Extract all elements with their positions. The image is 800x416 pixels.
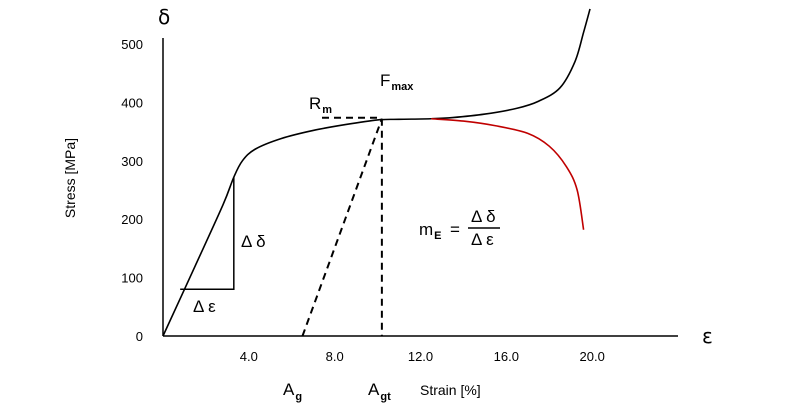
delta-eps-label: Δ ε: [193, 297, 216, 316]
ag-main: A: [283, 380, 295, 399]
upper-curve: [162, 8, 591, 337]
rm-label: Rm: [309, 94, 332, 116]
agt-main: A: [368, 380, 380, 399]
y-tick-label: 300: [121, 154, 143, 169]
m-numerator: Δ δ: [471, 207, 496, 226]
ag-subscript: g: [295, 391, 302, 403]
curves: [162, 8, 591, 337]
ag-label: Ag: [283, 380, 302, 403]
y-tick-label: 100: [121, 271, 143, 286]
agt-label: Agt: [368, 380, 391, 403]
m-equals: =: [450, 220, 460, 239]
ag-dashed-line: [301, 118, 383, 337]
y-tick-label: 500: [121, 37, 143, 52]
y-axis-symbol: δ: [158, 5, 170, 29]
m-main: m: [419, 220, 433, 239]
fmax-subscript: max: [391, 81, 414, 93]
x-axis-label: Strain [%]: [420, 382, 481, 398]
fmax-label: Fmax: [380, 71, 414, 93]
m-subscript: E: [434, 230, 441, 242]
tick-labels: 4.0 8.0 12.0 16.0 20.0 0 100 200 300 400 500: [121, 37, 605, 364]
delta-sigma-label: Δ δ: [241, 232, 266, 251]
slope-formula: mE = Δ δ Δ ε: [419, 207, 500, 249]
y-tick-label: 400: [121, 95, 143, 110]
slope-triangle: [180, 177, 235, 291]
x-tick-label: 20.0: [580, 349, 605, 364]
rm-main: R: [309, 94, 321, 113]
x-tick-label: 16.0: [494, 349, 519, 364]
x-axis-symbol: ε: [702, 324, 713, 348]
agt-subscript: gt: [380, 391, 391, 403]
axes: [162, 38, 678, 337]
rm-subscript: m: [322, 104, 332, 116]
y-tick-label: 200: [121, 212, 143, 227]
lower-curve: [431, 117, 585, 230]
y-axis-label: Stress [MPa]: [62, 138, 78, 218]
m-label: mE: [419, 220, 442, 242]
y-tick-label: 0: [136, 329, 143, 344]
x-tick-label: 12.0: [408, 349, 433, 364]
x-tick-label: 8.0: [326, 349, 344, 364]
x-tick-label: 4.0: [240, 349, 258, 364]
fmax-main: F: [380, 71, 390, 90]
m-denominator: Δ ε: [471, 230, 494, 249]
guide-lines: [180, 116, 383, 337]
